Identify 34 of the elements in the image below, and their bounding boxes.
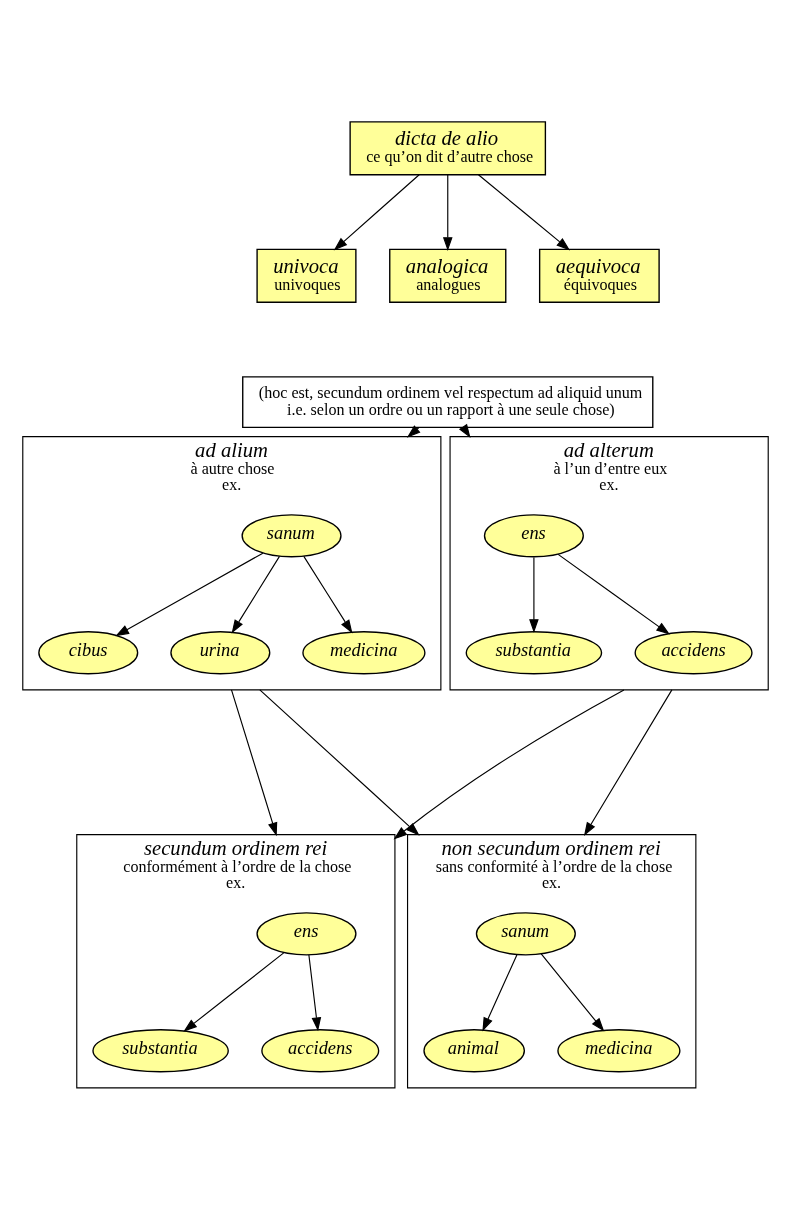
node-ellipse: urina <box>169 630 270 674</box>
arrow <box>393 688 624 839</box>
node-ellipse: medicina <box>556 1028 681 1072</box>
node-box: univoca univoques <box>255 248 357 303</box>
arrow <box>114 552 263 636</box>
arrow <box>406 424 420 438</box>
arrow <box>231 555 280 633</box>
node-ellipse: cibus <box>37 630 138 674</box>
arrow <box>182 951 284 1032</box>
node-ellipse: accidens <box>634 630 753 674</box>
arrow <box>540 952 604 1032</box>
node-ellipse: accidens <box>260 1028 379 1072</box>
node-ellipse: medicina <box>301 630 426 674</box>
arrow <box>477 173 570 250</box>
node-box: analogica analogues <box>388 248 506 303</box>
node-ellipse: sanum <box>475 911 576 956</box>
arrow <box>557 553 670 635</box>
node-ellipse: substantia <box>91 1028 229 1072</box>
arrow <box>442 173 453 251</box>
node-box: dicta de alio ce qu’on dit d’autre chose <box>348 120 546 175</box>
arrow <box>333 173 420 250</box>
arrow <box>258 688 420 836</box>
node-ellipse: sanum <box>240 513 342 557</box>
arrow <box>583 688 672 836</box>
node-box: aequivoca équivoques <box>538 248 660 303</box>
arrow <box>528 556 539 633</box>
node-ellipse: substantia <box>465 630 602 674</box>
node-ellipse: ens <box>255 911 357 956</box>
node-ellipse: animal <box>422 1028 525 1072</box>
arrow <box>302 555 352 633</box>
arrow <box>307 953 321 1031</box>
arrow <box>481 953 517 1031</box>
arrow <box>230 688 277 836</box>
node-ellipse: ens <box>483 513 584 557</box>
